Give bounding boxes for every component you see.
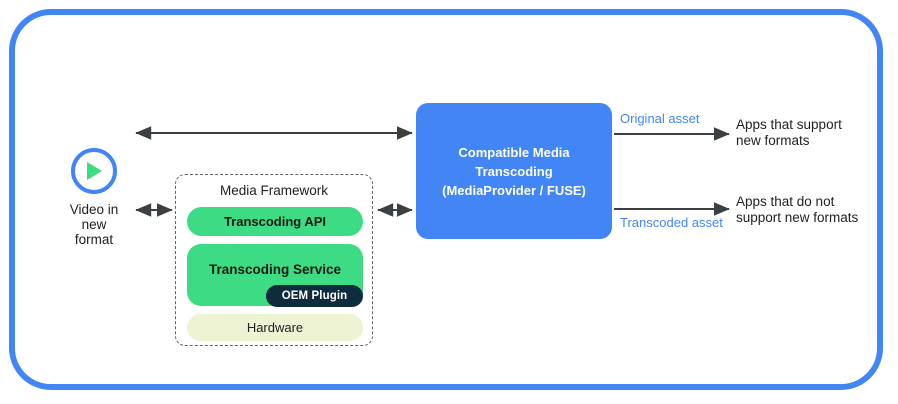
diagram-outer-frame: [9, 9, 883, 390]
edge-label-original-asset: Original asset: [620, 111, 700, 126]
box-hardware-label: Hardware: [246, 320, 304, 335]
media-framework-title: Media Framework: [219, 183, 329, 198]
video-source-label: Video in new format: [69, 202, 119, 247]
box-transcoding-api-label: Transcoding API: [223, 214, 327, 229]
compatible-media-transcoding-node[interactable]: Compatible Media Transcoding (MediaProvi…: [416, 103, 612, 239]
play-circle-icon: [71, 148, 117, 194]
edge-label-transcoded-asset: Transcoded asset: [620, 215, 723, 230]
compatible-media-transcoding-label: Compatible Media Transcoding (MediaProvi…: [442, 144, 586, 198]
play-triangle-icon: [87, 162, 102, 180]
sink-apps-unsupported: Apps that do not support new formats: [736, 194, 859, 225]
box-transcoding-service-label: Transcoding Service: [208, 261, 342, 277]
box-transcoding-api[interactable]: Transcoding API: [187, 207, 363, 236]
sink-apps-supported: Apps that support new formats: [736, 117, 842, 148]
box-hardware[interactable]: Hardware: [187, 314, 363, 341]
badge-oem-plugin[interactable]: OEM Plugin: [266, 285, 363, 307]
media-framework-group: Media Framework Transcoding API Transcod…: [175, 174, 373, 346]
badge-oem-plugin-label: OEM Plugin: [281, 290, 348, 302]
video-source-node: Video in new format: [48, 148, 140, 247]
